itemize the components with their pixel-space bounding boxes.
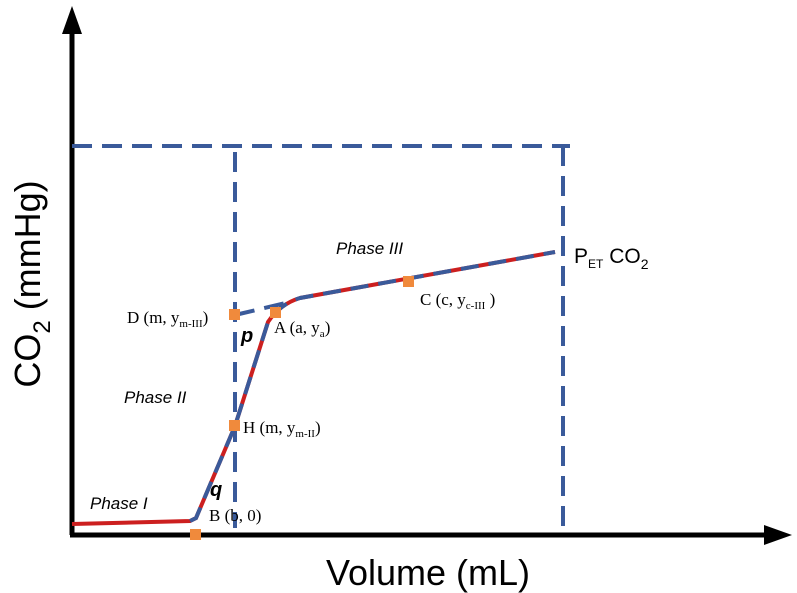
- slope-q-label: q: [210, 479, 222, 501]
- point-h-marker: [229, 420, 240, 431]
- point-b-marker: [190, 529, 201, 540]
- point-d-label: D (m, ym-III): [127, 308, 208, 330]
- y-axis-arrow-icon: [62, 6, 82, 34]
- point-h-label: H (m, ym-II): [243, 418, 321, 440]
- phase-1-label: Phase I: [90, 494, 148, 513]
- point-c-marker: [403, 276, 414, 287]
- point-a-label: A (a, ya): [274, 318, 330, 340]
- phase3-extrapolation-dash-line: [234, 300, 291, 317]
- x-axis-arrow-icon: [764, 525, 792, 545]
- phase-3-label: Phase III: [336, 239, 403, 258]
- point-a-marker: [270, 307, 281, 318]
- slope-p-label: p: [240, 325, 253, 347]
- capnogram-curve-blue-dash: [189, 250, 556, 523]
- x-axis-label: Volume (mL): [326, 552, 530, 593]
- y-axis-label: CO2 (mmHg): [7, 180, 56, 387]
- point-c-label: C (c, yc-III ): [420, 290, 495, 312]
- pet-co2-label: PET CO2: [574, 245, 649, 272]
- phase-2-label: Phase II: [124, 388, 187, 407]
- point-b-label: B (b, 0): [209, 506, 261, 525]
- point-d-marker: [229, 309, 240, 320]
